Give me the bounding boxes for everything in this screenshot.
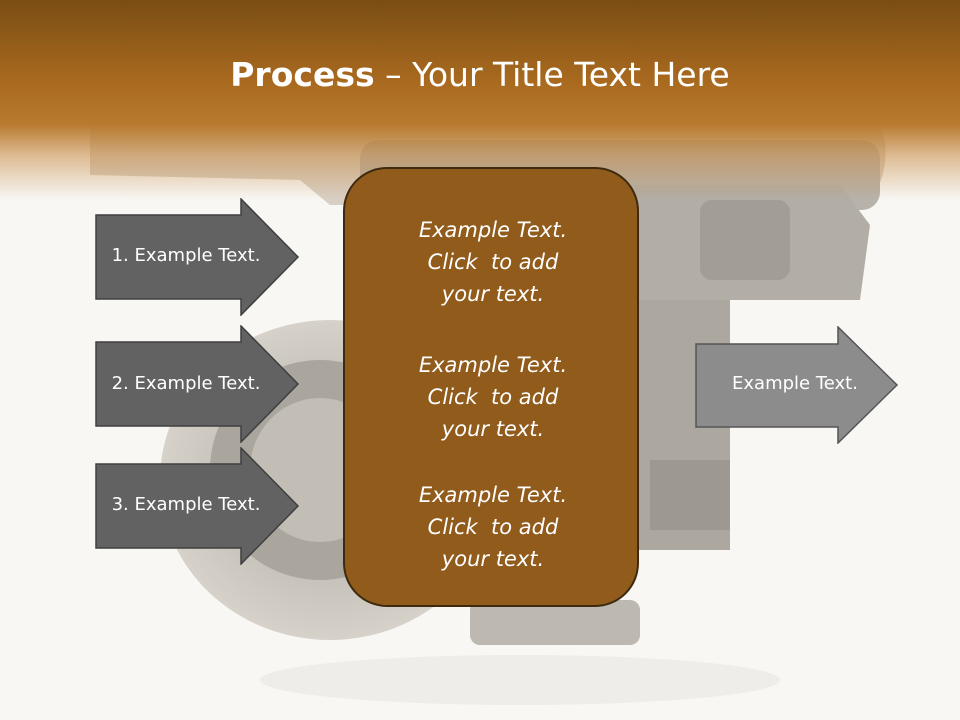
center-item-1-line3: your text.: [441, 282, 545, 306]
title-bold-text: Process: [230, 55, 375, 94]
center-item-2-line1: Example Text.: [418, 353, 568, 377]
right-arrow: [695, 326, 899, 444]
right-arrow-label: Example Text.: [732, 373, 858, 394]
center-item-2: Example Text. Click to add your text.: [345, 349, 641, 445]
center-item-3-line3: your text.: [441, 547, 545, 571]
left-arrow-3-label: 3. Example Text.: [111, 494, 261, 515]
title-rest-text: – Your Title Text Here: [374, 55, 730, 94]
center-item-2-line3: your text.: [441, 417, 545, 441]
left-arrow-3: [95, 447, 300, 565]
title-bar: [0, 0, 960, 200]
center-item-1-line1: Example Text.: [418, 218, 568, 242]
left-arrow-2-label: 2. Example Text.: [111, 373, 261, 394]
page-title: Process – Your Title Text Here: [0, 52, 960, 98]
center-item-1: Example Text. Click to add your text.: [345, 214, 641, 310]
center-item-3-line2: Click to add: [427, 515, 559, 539]
center-item-3-line1: Example Text.: [418, 483, 568, 507]
center-item-3: Example Text. Click to add your text.: [345, 479, 641, 575]
left-arrow-1: [95, 198, 300, 316]
left-arrow-1-label: 1. Example Text.: [111, 245, 261, 266]
center-item-2-line2: Click to add: [427, 385, 559, 409]
center-text-box[interactable]: Example Text. Click to add your text. Ex…: [343, 167, 639, 607]
center-item-1-line2: Click to add: [427, 250, 559, 274]
left-arrow-2: [95, 325, 300, 443]
